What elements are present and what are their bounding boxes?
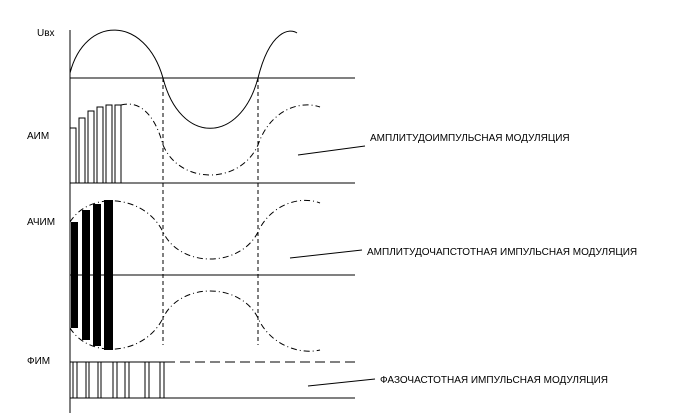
fim-annotation: ФАЗОЧАСТОТНАЯ ИМПУЛЬСНАЯ МОДУЛЯЦИЯ bbox=[380, 375, 608, 386]
achim-annotation: АМПЛИТУДОЧАПСТОТНАЯ ИМПУЛЬСНАЯ МОДУЛЯЦИЯ bbox=[367, 247, 637, 258]
aim-leader-line bbox=[297, 145, 366, 156]
achim-pulse bbox=[82, 210, 90, 340]
aim-pulse bbox=[78, 117, 86, 184]
achim-upper-envelope bbox=[69, 199, 321, 260]
aim-envelope-curve bbox=[120, 103, 321, 176]
aim-label: АИМ bbox=[27, 131, 49, 142]
input-signal-curve bbox=[69, 29, 298, 129]
achim-pulse bbox=[71, 222, 78, 328]
aim-annotation: АМПЛИТУДОИМПУЛЬСНАЯ МОДУЛЯЦИЯ bbox=[370, 133, 570, 144]
aim-pulses bbox=[69, 104, 122, 184]
aim-pulse bbox=[114, 104, 122, 184]
input-label: Uвх bbox=[37, 28, 55, 39]
achim-leader-line bbox=[289, 249, 363, 259]
aim-pulse bbox=[105, 104, 113, 184]
aim-pulse bbox=[69, 127, 77, 184]
aim-pulse bbox=[87, 110, 95, 184]
fim-leader-line bbox=[307, 378, 376, 387]
achim-lower-envelope bbox=[69, 290, 321, 352]
achim-label: АЧИМ bbox=[27, 217, 55, 228]
achim-pulses bbox=[71, 200, 113, 350]
fim-label: ФИМ bbox=[27, 356, 50, 367]
achim-pulse bbox=[93, 204, 101, 346]
aim-pulse bbox=[96, 106, 104, 184]
fim-pulses bbox=[70, 361, 165, 398]
achim-pulse bbox=[104, 200, 113, 350]
